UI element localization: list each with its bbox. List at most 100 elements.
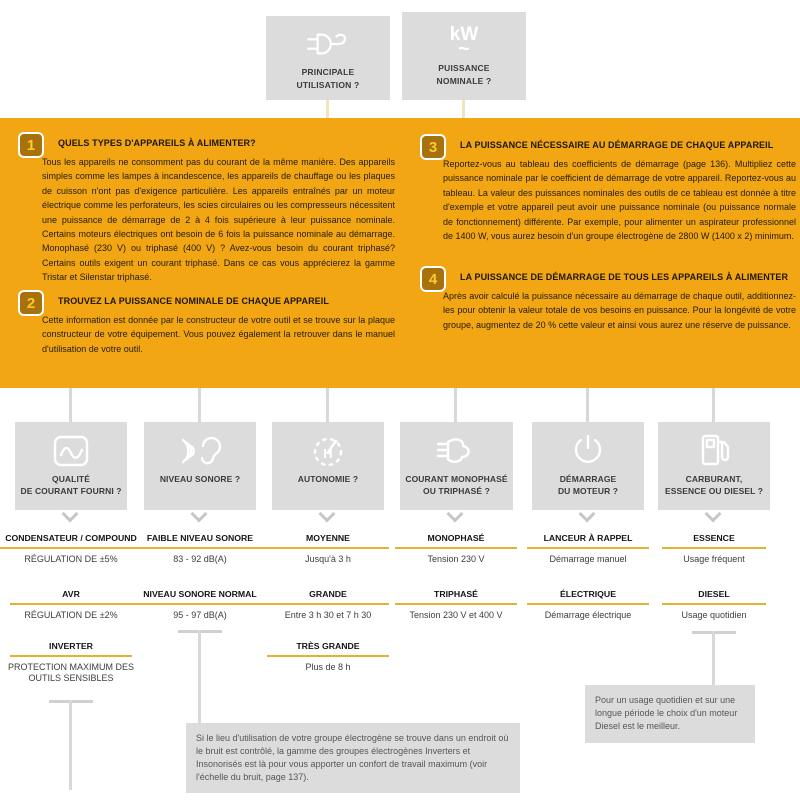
option-title: INVERTER	[49, 641, 93, 651]
option-desc: 83 - 92 dB(A)	[173, 554, 227, 564]
nominal-power-line2: NOMINALE ?	[436, 76, 492, 86]
criterion-label: NIVEAU SONORE ?	[160, 474, 240, 486]
option-title: ÉLECTRIQUE	[560, 589, 616, 599]
main-use-line2: UTILISATION ?	[296, 80, 360, 90]
criterion-box-starter: DÉMARRAGE DU MOTEUR ?	[532, 422, 644, 510]
main-use-question-label: PRINCIPALE UTILISATION ?	[297, 66, 360, 92]
gold-underline	[395, 603, 517, 605]
option-desc: Usage quotidien	[681, 610, 747, 620]
option-desc: Entre 3 h 30 et 7 h 30	[284, 610, 372, 620]
option-title: CONDENSATEUR / COMPOUND	[5, 533, 137, 543]
gold-underline	[267, 603, 389, 605]
option-tres-grande: TRÈS GRANDE Plus de 8 h	[254, 641, 402, 673]
criterion-label: DÉMARRAGE DU MOTEUR ?	[558, 474, 618, 497]
criterion-label: QUALITÉ DE COURANT FOURNI ?	[20, 474, 121, 497]
diesel-note-box: Pour un usage quotidien et sur une longu…	[585, 685, 755, 743]
option-essence: ESSENCE Usage fréquent	[640, 533, 788, 565]
connector-line	[586, 388, 589, 422]
option-title: TRÈS GRANDE	[296, 641, 360, 651]
gold-underline	[267, 655, 389, 657]
connector-line	[198, 630, 201, 723]
gold-underline	[395, 547, 517, 549]
criterion-box-fuel: CARBURANT, ESSENCE OU DIESEL ?	[658, 422, 770, 510]
option-title: DIESEL	[698, 589, 730, 599]
gold-underline	[10, 603, 132, 605]
option-condensateur-compound: CONDENSATEUR / COMPOUND RÉGULATION DE ±5…	[0, 533, 145, 565]
step-1-body: Tous les appareils ne consomment pas du …	[42, 157, 395, 283]
option-faible-niveau-sonore: FAIBLE NIVEAU SONORE 83 - 92 dB(A)	[126, 533, 274, 565]
option-title: AVR	[62, 589, 80, 599]
nominal-power-question-box: kW ~ PUISSANCE NOMINALE ?	[402, 12, 526, 100]
main-use-question-box: PRINCIPALE UTILISATION ?	[266, 16, 390, 100]
gold-underline	[0, 547, 143, 549]
criterion-label: AUTONOMIE ?	[298, 474, 358, 486]
noise-note-box: Si le lieu d'utilisation de votre groupe…	[186, 723, 520, 793]
option-niveau-sonore-normal: NIVEAU SONORE NORMAL 95 - 97 dB(A)	[126, 589, 274, 621]
option-desc: 95 - 97 dB(A)	[173, 610, 227, 620]
gold-underline	[527, 603, 649, 605]
waveform-icon	[51, 428, 91, 474]
fuel-pump-icon	[694, 428, 734, 474]
criterion-label-line: DE COURANT FOURNI ?	[20, 485, 122, 496]
main-use-line1: PRINCIPALE	[301, 67, 355, 77]
svg-text:H: H	[323, 446, 332, 461]
connector-line	[454, 388, 457, 422]
criterion-label-line: NIVEAU SONORE ?	[159, 474, 241, 484]
gold-underline	[267, 547, 389, 549]
gold-underline	[662, 547, 766, 549]
plug-icon	[305, 22, 351, 66]
option-desc: Démarrage manuel	[549, 554, 627, 564]
criterion-label-line: OU TRIPHASÉ ?	[423, 485, 490, 496]
gold-underline	[10, 655, 132, 657]
criterion-label-line: AUTONOMIE ?	[297, 474, 359, 484]
plug-icon	[435, 428, 479, 474]
step-2-title: TROUVEZ LA PUISSANCE NOMINALE DE CHAQUE …	[58, 296, 329, 306]
option-desc: Usage fréquent	[683, 554, 745, 564]
connector-line	[69, 388, 72, 422]
option-desc: PROTECTION MAXIMUM DES OUTILS SENSIBLES	[7, 662, 134, 683]
option-inverter: INVERTER PROTECTION MAXIMUM DES OUTILS S…	[0, 641, 145, 684]
criterion-label-line: COURANT MONOPHASÉ	[405, 474, 508, 484]
steps-panel: 1 QUELS TYPES D'APPAREILS À ALIMENTER? T…	[0, 118, 800, 388]
connector-line	[462, 100, 465, 118]
criterion-label-line: QUALITÉ	[51, 474, 90, 484]
gold-underline	[662, 603, 766, 605]
option-monophase: MONOPHASÉ Tension 230 V	[382, 533, 530, 565]
gold-underline	[131, 603, 269, 605]
option-title: LANCEUR À RAPPEL	[543, 533, 633, 543]
step-4-body: Après avoir calculé la puissance nécessa…	[443, 291, 796, 330]
option-grande: GRANDE Entre 3 h 30 et 7 h 30	[254, 589, 402, 621]
option-desc: Tension 230 V et 400 V	[409, 610, 503, 620]
option-avr: AVR RÉGULATION DE ±2%	[0, 589, 145, 621]
connector-line	[326, 100, 329, 118]
step-1-badge: 1	[18, 132, 44, 158]
ear-icon	[178, 428, 222, 474]
option-lanceur-a-rappel: LANCEUR À RAPPEL Démarrage manuel	[514, 533, 662, 565]
connector-line	[712, 631, 715, 685]
option-title: MOYENNE	[306, 533, 350, 543]
option-title: NIVEAU SONORE NORMAL	[143, 589, 257, 599]
step-4-badge: 4	[420, 266, 446, 292]
autonomy-gauge-icon: H	[308, 428, 348, 474]
option-title: ESSENCE	[693, 533, 735, 543]
option-desc: Jusqu'à 3 h	[305, 554, 351, 564]
gold-underline	[131, 547, 269, 549]
option-electrique: ÉLECTRIQUE Démarrage électrique	[514, 589, 662, 621]
criterion-label: COURANT MONOPHASÉ OU TRIPHASÉ ?	[405, 474, 507, 497]
step-2-body: Cette information est donnée par le cons…	[42, 315, 395, 354]
kw-tilde: ~	[458, 38, 470, 60]
kw-text: kW	[449, 24, 479, 45]
step-3-badge: 3	[420, 134, 446, 160]
option-diesel: DIESEL Usage quotidien	[640, 589, 788, 621]
kilowatt-icon: kW ~	[450, 18, 479, 62]
step-4-title: LA PUISSANCE DE DÉMARRAGE DE TOUS LES AP…	[460, 272, 789, 282]
criterion-label-line: ESSENCE OU DIESEL ?	[664, 485, 764, 496]
criterion-label-line: DU MOTEUR ?	[557, 485, 619, 496]
option-title: GRANDE	[309, 589, 347, 599]
option-desc: RÉGULATION DE ±5%	[24, 554, 118, 564]
step-2-badge: 2	[18, 290, 44, 316]
criterion-label-line: CARBURANT,	[685, 474, 743, 484]
criterion-label-line: DÉMARRAGE	[559, 474, 617, 484]
connector-line	[712, 388, 715, 422]
